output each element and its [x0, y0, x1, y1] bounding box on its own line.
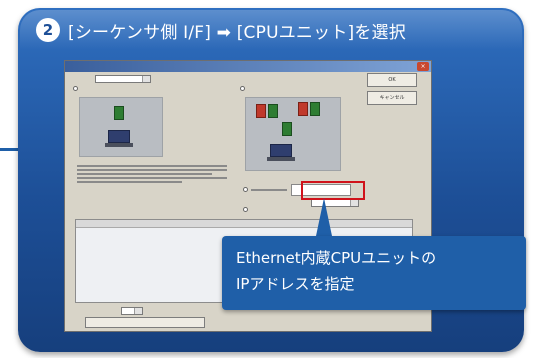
callout-line-2: IPアドレスを指定	[236, 275, 355, 293]
connection-radio-right	[240, 86, 245, 91]
list-header	[76, 220, 412, 228]
ok-button: OK	[367, 73, 417, 87]
response-wait-time-select	[121, 307, 143, 315]
laptop-icon	[270, 144, 292, 157]
network-connection-illustration	[245, 97, 341, 171]
ip-address-input	[291, 184, 351, 196]
host-name-radio	[243, 207, 248, 212]
step-number-badge: 2	[36, 18, 60, 42]
ip-address-highlight	[301, 181, 365, 200]
ip-callout-box: Ethernet内蔵CPUユニットの IPアドレスを指定	[222, 236, 526, 310]
connection-radio-left	[73, 86, 78, 91]
direct-connection-illustration	[79, 97, 163, 157]
laptop-icon	[108, 130, 130, 143]
callout-line-1: Ethernet内蔵CPUユニットの	[236, 249, 437, 267]
step-title: [シーケンサ側 I/F] ➡ [CPUユニット]を選択	[68, 22, 406, 43]
search-button	[85, 317, 205, 328]
step-header: 2 [シーケンサ側 I/F] ➡ [CPUユニット]を選択	[36, 16, 406, 44]
dialog-titlebar: ×	[65, 61, 431, 72]
ip-address-radio	[243, 187, 248, 192]
plc-icon	[114, 106, 124, 120]
cancel-button: キャンセル	[367, 91, 417, 105]
close-icon: ×	[417, 62, 429, 71]
interface-select	[95, 75, 151, 83]
callout-pointer	[316, 198, 332, 236]
plc-icon	[256, 104, 266, 118]
description-text-block	[77, 165, 227, 185]
